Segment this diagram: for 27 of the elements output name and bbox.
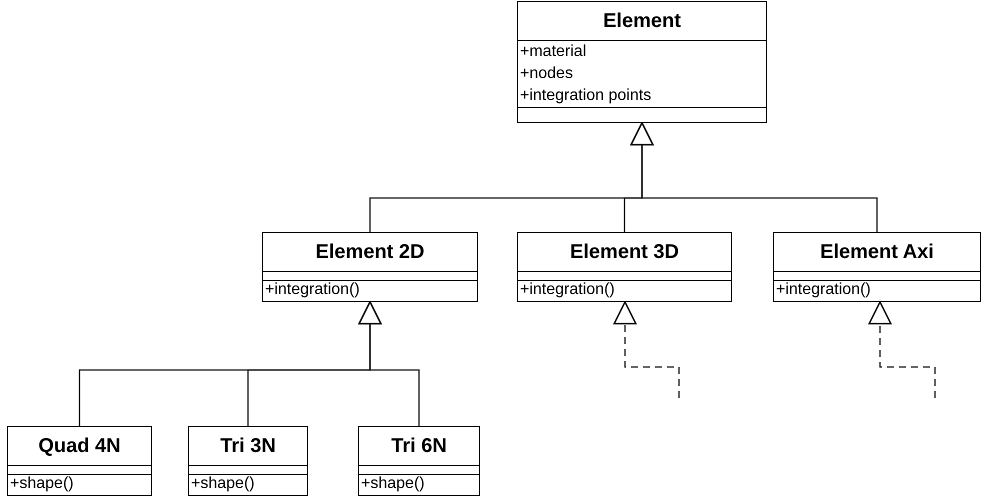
class-box (773, 232, 981, 302)
class-name: Tri 3N (189, 427, 307, 466)
class-name: Element Axi (774, 233, 980, 272)
method-text: +shape() (360, 475, 425, 493)
class-box (7, 426, 152, 496)
method-text: +shape() (190, 475, 255, 493)
class-box (358, 426, 480, 496)
inheritance-arrow (630, 122, 878, 232)
method-text: +integration() (264, 281, 360, 299)
attribute-text: +material (519, 42, 586, 62)
attribute-text: +integration points (519, 86, 652, 106)
method-text: +integration() (775, 281, 871, 299)
class-box (517, 1, 767, 123)
class-name: Element (518, 2, 766, 41)
method-text: +shape() (9, 475, 74, 493)
class-box (517, 232, 732, 302)
method-text: +integration() (519, 281, 615, 299)
class-box (188, 426, 308, 496)
class-name: Element 3D (518, 233, 731, 272)
attribute-text: +nodes (519, 64, 573, 84)
class-name: Quad 4N (8, 427, 151, 466)
class-box (262, 232, 478, 302)
class-name: Tri 6N (359, 427, 479, 466)
dashed-arrow (613, 301, 680, 398)
inheritance-arrow (358, 301, 420, 426)
dashed-arrow (868, 301, 936, 398)
class-name: Element 2D (263, 233, 477, 272)
